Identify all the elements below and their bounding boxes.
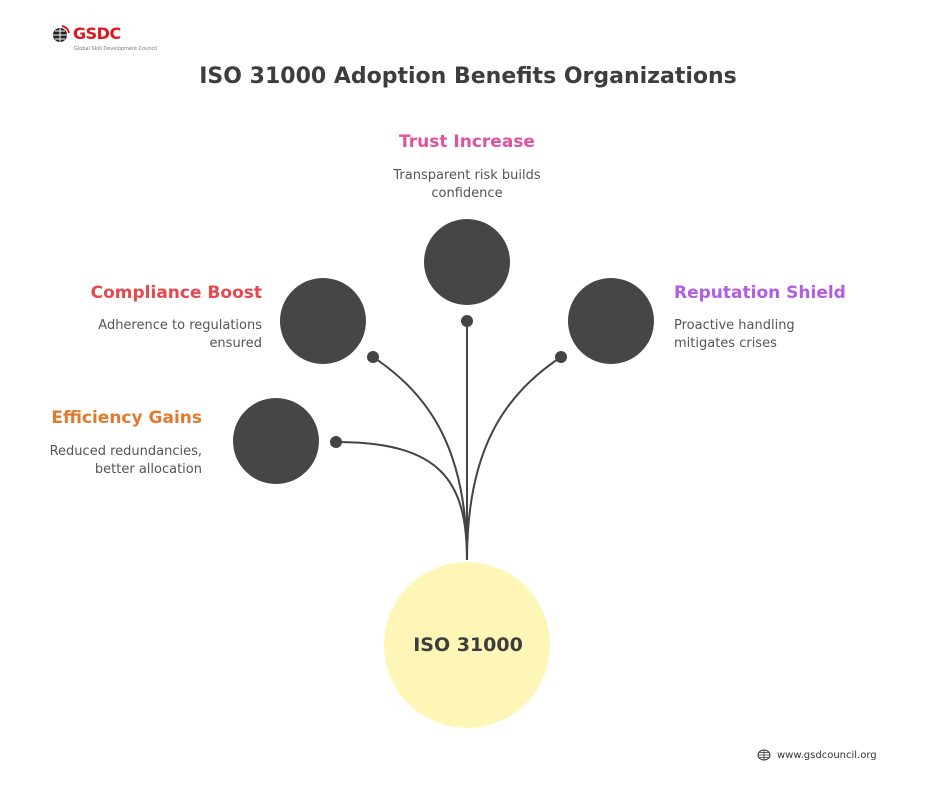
gsdc-logo: GSDC Global Skill Development Council (50, 24, 157, 52)
compliance-dot (367, 351, 379, 363)
connector-compliance (372, 356, 468, 561)
efficiency-node (233, 398, 319, 484)
logo-text: GSDC (73, 24, 121, 43)
page-title: ISO 31000 Adoption Benefits Organization… (199, 64, 737, 89)
efficiency-title: Efficiency Gains (51, 408, 202, 428)
connector-efficiency (335, 441, 468, 561)
trust-dot (461, 315, 473, 327)
trust-title: Trust Increase (399, 132, 535, 152)
center-label: ISO 31000 (413, 634, 523, 656)
compliance-title: Compliance Boost (90, 283, 262, 303)
footer: www.gsdcouncil.org (757, 749, 877, 761)
globe-icon (757, 749, 771, 761)
globe-icon (53, 25, 70, 42)
reputation-description: Proactive handling mitigates crises (674, 318, 795, 351)
reputation-dot (555, 351, 567, 363)
efficiency-description: Reduced redundancies, better allocation (49, 444, 202, 477)
compliance-description: Adherence to regulations ensured (98, 318, 262, 351)
trust-node (424, 219, 510, 305)
trust-description: Transparent risk builds confidence (393, 168, 541, 201)
footer-url[interactable]: www.gsdcouncil.org (777, 749, 877, 761)
connector-reputation (466, 356, 562, 561)
compliance-node (280, 278, 366, 364)
reputation-node (568, 278, 654, 364)
center-node (384, 562, 550, 728)
efficiency-dot (330, 436, 342, 448)
logo-subtitle: Global Skill Development Council (74, 46, 158, 52)
reputation-title: Reputation Shield (674, 283, 846, 303)
